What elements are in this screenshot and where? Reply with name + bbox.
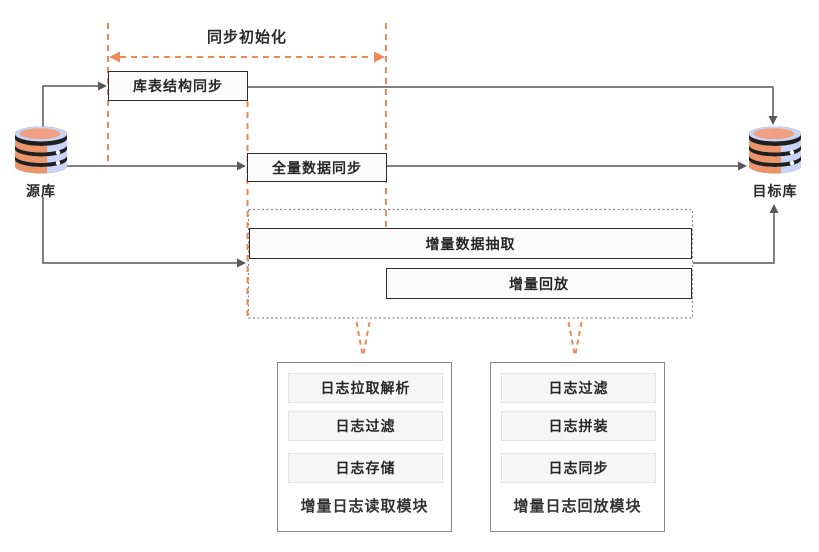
log-replay-module-title: 增量日志回放模块 [513, 498, 642, 515]
log-read-module: 日志拉取解析 日志过滤 日志存储 增量日志读取模块 [277, 362, 452, 532]
line-incremental-to-target [693, 213, 775, 264]
module-item: 日志过滤 [501, 373, 656, 403]
module-item: 日志拉取解析 [288, 373, 443, 403]
arrowhead-into-target-top [768, 116, 778, 125]
sync-init-label: 同步初始化 [206, 29, 287, 46]
dashed-arrow-to-read-module [355, 321, 371, 358]
full-sync-box: 全量数据同步 [247, 153, 387, 182]
target-database-icon [749, 126, 801, 174]
incremental-replay-box: 增量回放 [386, 268, 692, 299]
gray-arrowheads [98, 81, 779, 268]
log-replay-module: 日志过滤 日志拼装 日志同步 增量日志回放模块 [490, 362, 665, 532]
arrowhead-into-full-sync [237, 161, 246, 171]
module-item: 日志存储 [288, 453, 443, 483]
incremental-extract-box: 增量数据抽取 [249, 228, 692, 259]
line-source-to-incremental [42, 197, 238, 264]
log-read-module-title: 增量日志读取模块 [300, 498, 429, 515]
line-source-to-schema-sync [42, 85, 98, 130]
target-database-label: 目标库 [752, 183, 798, 199]
dashed-arrow-to-replay-module [567, 321, 583, 358]
module-item: 日志拼装 [501, 411, 656, 441]
arrowhead-into-target-bottom [769, 204, 779, 213]
schema-sync-box: 库表结构同步 [108, 71, 248, 101]
arrowhead-into-incremental [237, 258, 246, 268]
module-item: 日志过滤 [288, 411, 443, 441]
module-item: 日志同步 [501, 453, 656, 483]
arrowhead-into-target-left [738, 161, 747, 171]
init-span-arrowhead-left [109, 51, 120, 63]
gray-connectors [42, 85, 775, 264]
incremental-dotted-container [247, 208, 694, 319]
arrowhead-into-schema-sync [98, 81, 107, 91]
init-span-arrowheads [109, 51, 385, 63]
source-database-label: 源库 [26, 183, 56, 199]
init-span-arrowhead-right [374, 51, 385, 63]
line-schema-sync-to-target [248, 86, 774, 117]
source-database-icon [15, 126, 67, 174]
